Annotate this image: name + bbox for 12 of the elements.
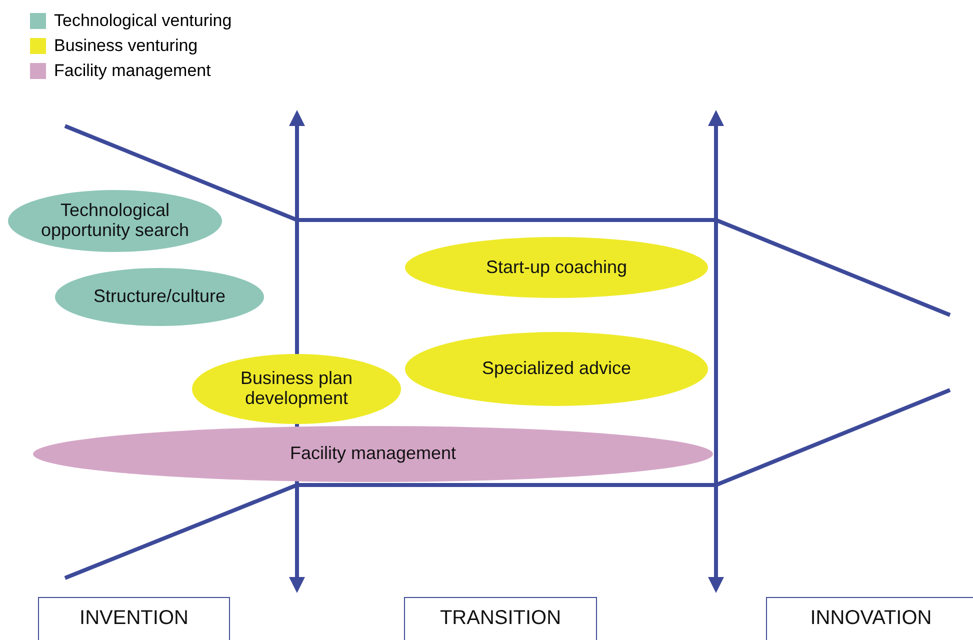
stage-box: INVENTION bbox=[38, 597, 230, 640]
oval-node: Start-up coaching bbox=[405, 237, 708, 298]
stage-box: TRANSITION bbox=[404, 597, 597, 640]
legend-label: Facility management bbox=[54, 61, 211, 81]
oval-node: Technological opportunity search bbox=[8, 190, 222, 252]
stage-box: INNOVATION bbox=[766, 597, 973, 640]
legend-label: Technological venturing bbox=[54, 11, 232, 31]
oval-node: Business plan development bbox=[192, 354, 401, 424]
oval-node: Structure/culture bbox=[55, 268, 264, 326]
oval-node: Specialized advice bbox=[405, 332, 708, 406]
oval-node: Facility management bbox=[33, 426, 713, 482]
legend-label: Business venturing bbox=[54, 36, 198, 56]
